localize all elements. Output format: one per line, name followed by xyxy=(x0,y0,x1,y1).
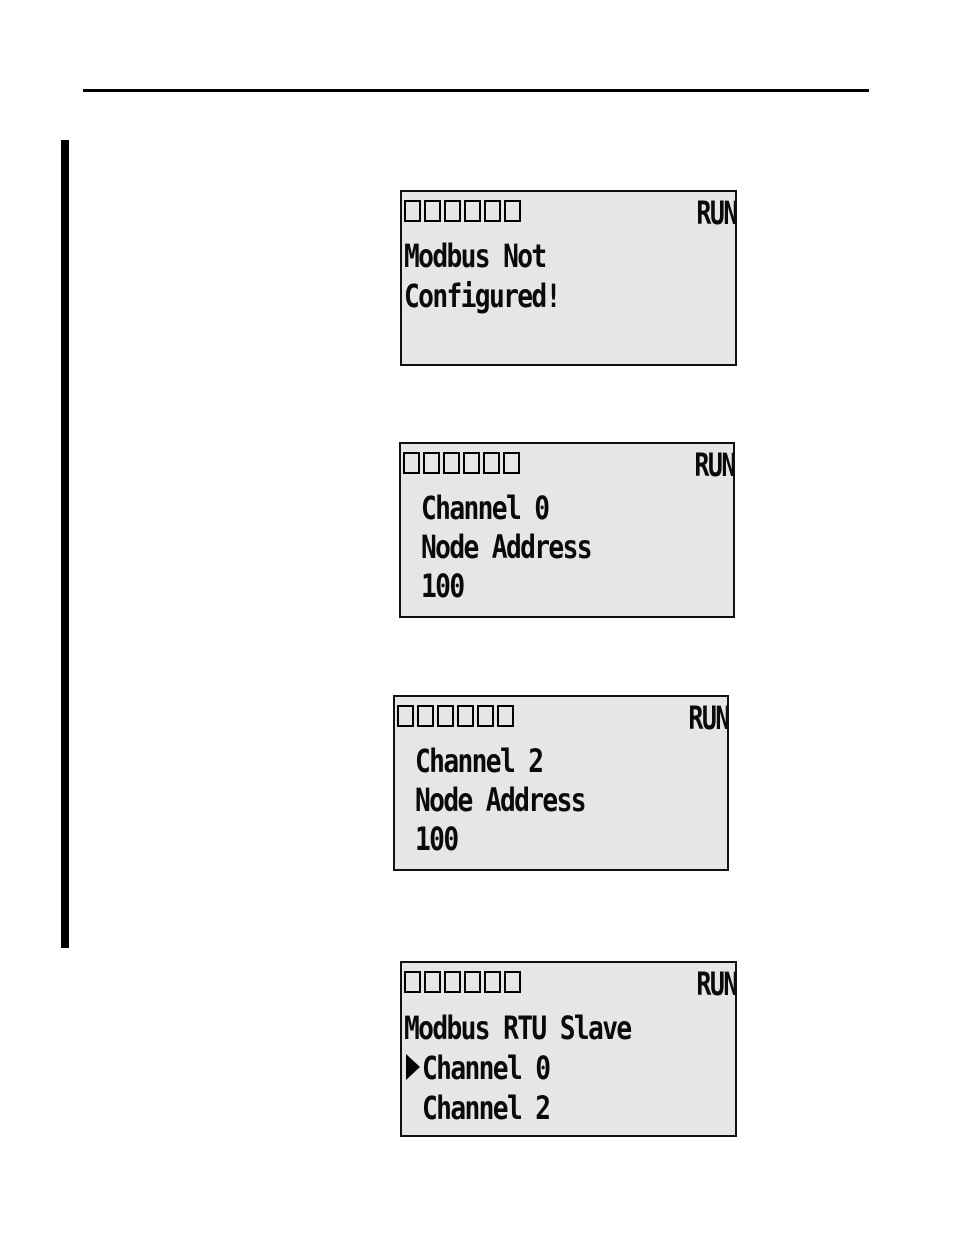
header-rule xyxy=(83,89,869,92)
status-box-icon xyxy=(504,971,521,993)
io-status-boxes xyxy=(403,452,523,474)
lcd-screen-channel-2-node-address: RUN Channel 2 Node Address 100 xyxy=(393,695,729,871)
status-box-icon xyxy=(484,200,501,222)
status-box-icon xyxy=(457,705,474,727)
lcd-line-2: Node Address xyxy=(421,529,591,565)
status-box-icon xyxy=(424,971,441,993)
selection-cursor-icon xyxy=(406,1054,420,1080)
io-status-boxes xyxy=(404,971,524,993)
status-box-icon xyxy=(463,452,480,474)
status-box-icon xyxy=(397,705,414,727)
status-box-icon xyxy=(464,971,481,993)
lcd-screen-channel-0-node-address: RUN Channel 0 Node Address 100 xyxy=(399,442,735,618)
lcd-line-1: Channel 0 xyxy=(421,490,548,526)
run-mode-label: RUN xyxy=(695,446,735,484)
lcd-line-2: Node Address xyxy=(415,782,585,818)
lcd-status-row: RUN xyxy=(404,196,735,226)
lcd-screen-modbus-rtu-slave-menu: RUN Modbus RTU Slave Channel 0 Channel 2 xyxy=(400,961,737,1137)
run-mode-label: RUN xyxy=(689,699,729,737)
status-box-icon xyxy=(404,200,421,222)
status-box-icon xyxy=(477,705,494,727)
status-box-icon xyxy=(423,452,440,474)
lcd-status-row: RUN xyxy=(397,701,727,731)
lcd-menu-item-channel-2[interactable]: Channel 2 xyxy=(422,1090,549,1126)
status-box-icon xyxy=(444,971,461,993)
status-box-icon xyxy=(483,452,500,474)
lcd-menu-title: Modbus RTU Slave xyxy=(404,1010,631,1046)
lcd-line-3: 100 xyxy=(421,568,463,604)
status-box-icon xyxy=(444,200,461,222)
io-status-boxes xyxy=(397,705,517,727)
status-box-icon xyxy=(437,705,454,727)
lcd-status-row: RUN xyxy=(404,967,735,997)
lcd-screen-modbus-not-configured: RUN Modbus Not Configured! xyxy=(400,190,737,366)
status-box-icon xyxy=(497,705,514,727)
run-mode-label: RUN xyxy=(697,194,737,232)
status-box-icon xyxy=(424,200,441,222)
status-box-icon xyxy=(464,200,481,222)
lcd-line-2: Configured! xyxy=(404,278,560,314)
status-box-icon xyxy=(504,200,521,222)
status-box-icon xyxy=(484,971,501,993)
lcd-line-1: Modbus Not xyxy=(404,238,546,274)
lcd-menu-item-channel-0[interactable]: Channel 0 xyxy=(422,1050,549,1086)
status-box-icon xyxy=(503,452,520,474)
io-status-boxes xyxy=(404,200,524,222)
change-bar xyxy=(61,140,69,948)
status-box-icon xyxy=(417,705,434,727)
lcd-line-1: Channel 2 xyxy=(415,743,542,779)
status-box-icon xyxy=(443,452,460,474)
status-box-icon xyxy=(404,971,421,993)
lcd-status-row: RUN xyxy=(403,448,733,478)
lcd-line-3: 100 xyxy=(415,821,457,857)
status-box-icon xyxy=(403,452,420,474)
run-mode-label: RUN xyxy=(697,965,737,1003)
